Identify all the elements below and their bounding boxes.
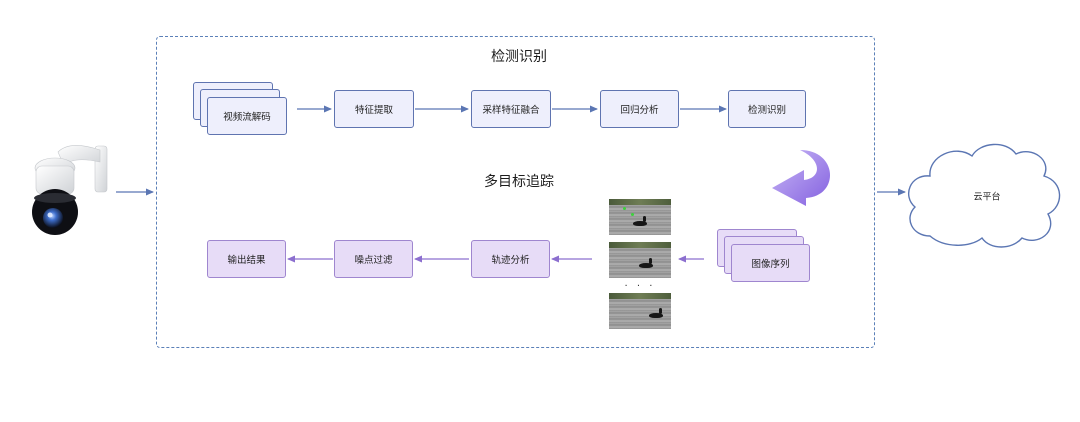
step-output-result: 输出结果 bbox=[207, 240, 286, 278]
step-noise-filtering: 噪点过滤 bbox=[334, 240, 413, 278]
curved-arrow-icon bbox=[772, 150, 831, 206]
step-sampling-feature-fusion: 采样特征融合 bbox=[471, 90, 551, 128]
sequence-frame-1 bbox=[609, 199, 671, 235]
step-detection-recognition: 检测识别 bbox=[728, 90, 806, 128]
sequence-ellipsis: · · · bbox=[624, 281, 656, 292]
step-regression-analysis: 回归分析 bbox=[600, 90, 679, 128]
cloud-platform-label: 云平台 bbox=[973, 192, 1001, 203]
step-trajectory-analysis: 轨迹分析 bbox=[471, 240, 550, 278]
section-title-tracking: 多目标追踪 bbox=[484, 174, 554, 190]
cloud-icon bbox=[908, 143, 1061, 248]
processing-frame bbox=[156, 36, 875, 348]
step-video-decode: 视频流解码 bbox=[207, 97, 287, 135]
ptz-dome-camera-icon bbox=[32, 145, 108, 235]
sequence-frame-2 bbox=[609, 242, 671, 278]
step-feature-extraction: 特征提取 bbox=[334, 90, 414, 128]
step-image-sequence: 图像序列 bbox=[731, 244, 810, 282]
section-title-detection: 检测识别 bbox=[491, 49, 547, 65]
sequence-frame-3 bbox=[609, 293, 671, 329]
